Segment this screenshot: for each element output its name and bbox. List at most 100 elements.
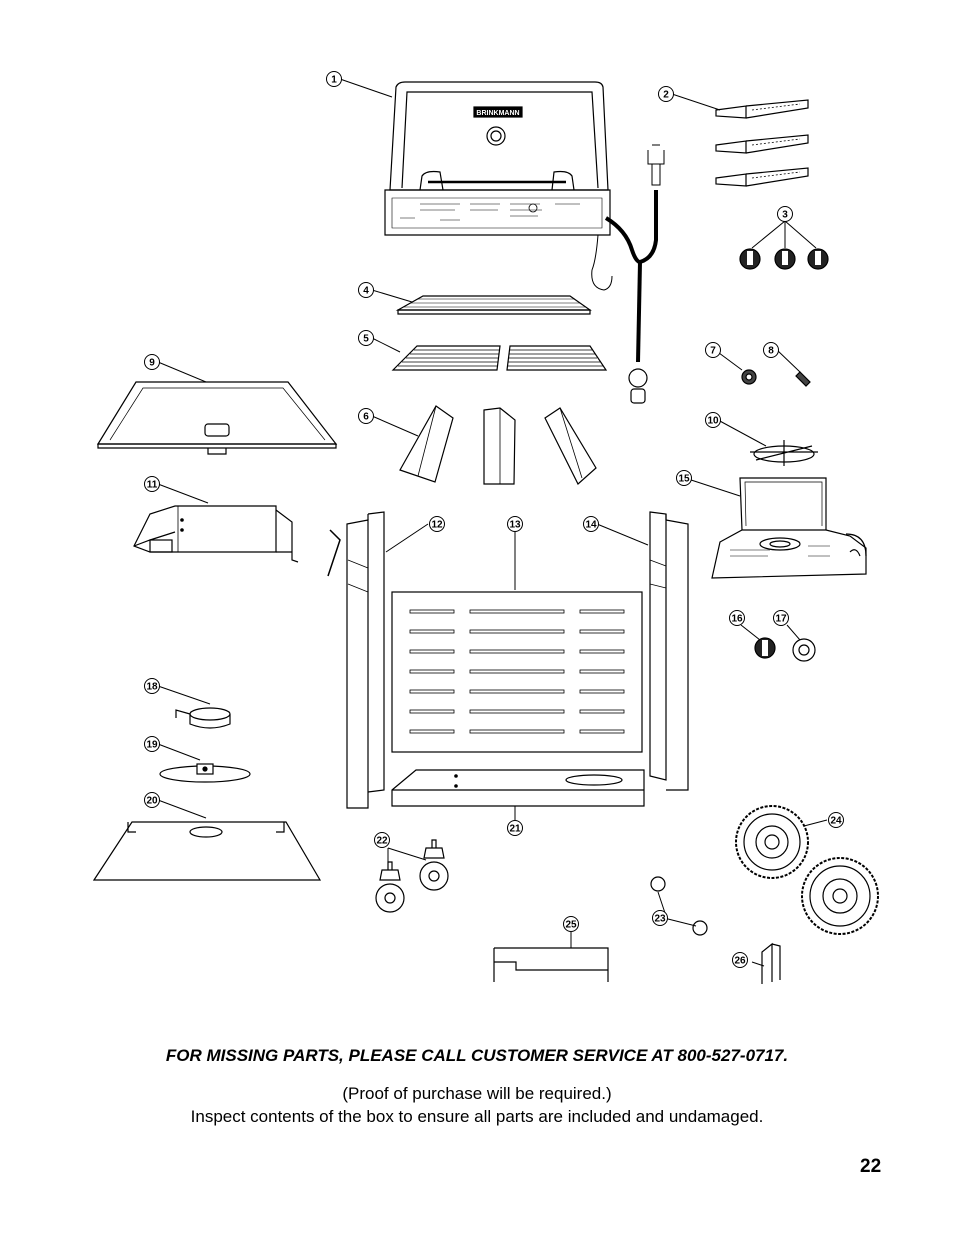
callout-number: 25 xyxy=(565,920,577,931)
callout-6: 6 xyxy=(358,408,374,424)
part-20-grease-tray xyxy=(92,821,322,881)
part-3-control-knobs xyxy=(739,248,829,270)
callout-21: 21 xyxy=(507,820,523,836)
callout-circle xyxy=(358,282,374,298)
callout-14: 14 xyxy=(583,516,599,532)
callout-circle xyxy=(777,206,793,222)
callout-circle xyxy=(144,476,160,492)
part-21-bottom-shelf xyxy=(391,769,645,807)
callout-number: 9 xyxy=(149,358,155,369)
callout-circle xyxy=(828,812,844,828)
callout-circle xyxy=(144,736,160,752)
callout-circle xyxy=(676,470,692,486)
callout-15: 15 xyxy=(676,470,692,486)
part-9-side-burner-lid xyxy=(96,381,338,455)
callout-circle xyxy=(358,330,374,346)
callout-circle xyxy=(507,516,523,532)
part-10-left-side-shelf xyxy=(133,505,299,563)
callout-circle xyxy=(429,516,445,532)
callout-number: 8 xyxy=(768,346,774,357)
callout-circle xyxy=(358,408,374,424)
part-22-casters xyxy=(375,839,449,913)
part-16-side-burner-knob xyxy=(754,637,776,659)
callout-number: 24 xyxy=(830,816,842,827)
part-24-wheels xyxy=(735,805,879,935)
callout-number: 20 xyxy=(146,796,158,807)
part-5-cooking-grates xyxy=(391,345,608,371)
callout-1: 1 xyxy=(326,71,342,87)
callout-circle xyxy=(144,354,160,370)
callout-8: 8 xyxy=(763,342,779,358)
exploded-parts-diagram: BRINKMANN xyxy=(92,71,879,984)
callout-circle xyxy=(705,412,721,428)
callout-number: 13 xyxy=(509,520,521,531)
callout-5: 5 xyxy=(358,330,374,346)
callout-circle xyxy=(374,832,390,848)
part-26-grease-cup-bracket xyxy=(761,942,781,984)
callout-13: 13 xyxy=(507,516,523,532)
callout-23: 23 xyxy=(652,910,668,926)
callout-circle xyxy=(732,952,748,968)
callout-number: 15 xyxy=(678,474,690,485)
callout-number: 14 xyxy=(585,520,597,531)
callout-circle xyxy=(658,86,674,102)
part-17-bezel xyxy=(792,638,816,662)
callout-9: 9 xyxy=(144,354,160,370)
callout-4: 4 xyxy=(358,282,374,298)
callout-number: 12 xyxy=(431,520,443,531)
proof-of-purchase-text: (Proof of purchase will be required.) xyxy=(342,1084,612,1103)
callout-number: 11 xyxy=(147,480,158,491)
brand-label: BRINKMANN xyxy=(476,110,519,117)
part-12-left-leg xyxy=(327,511,385,809)
callout-number: 2 xyxy=(663,90,669,101)
callout-number: 19 xyxy=(146,740,158,751)
callout-number: 10 xyxy=(707,416,719,427)
part-15-side-burner-shelf xyxy=(711,477,867,579)
callout-number: 3 xyxy=(782,210,788,221)
callout-3: 3 xyxy=(777,206,793,222)
callout-number: 26 xyxy=(734,956,746,967)
part-4-warming-rack xyxy=(395,295,592,315)
part-11-side-burner-grate xyxy=(750,440,818,466)
callout-24: 24 xyxy=(828,812,844,828)
callout-11: 11 xyxy=(144,476,160,492)
part-25-cross-brace xyxy=(493,947,609,982)
callout-number: 5 xyxy=(363,334,369,345)
callout-circle xyxy=(729,610,745,626)
callout-2: 2 xyxy=(658,86,674,102)
callout-number: 7 xyxy=(710,346,716,357)
callout-20: 20 xyxy=(144,792,160,808)
callout-number: 6 xyxy=(363,412,369,423)
callout-16: 16 xyxy=(729,610,745,626)
callout-17: 17 xyxy=(773,610,789,626)
part-19-tank-bracket xyxy=(159,763,251,783)
inspect-contents-text: Inspect contents of the box to ensure al… xyxy=(190,1107,764,1126)
part-23-axle-caps xyxy=(650,876,708,936)
callout-number: 21 xyxy=(509,824,521,835)
callout-circle xyxy=(326,71,342,87)
callout-circle xyxy=(652,910,668,926)
callout-number: 4 xyxy=(363,286,369,297)
part-6-heat-tents xyxy=(399,405,597,485)
leader-lines xyxy=(157,78,828,967)
callout-7: 7 xyxy=(705,342,721,358)
callout-number: 23 xyxy=(654,914,666,925)
callout-26: 26 xyxy=(732,952,748,968)
callout-circle xyxy=(144,792,160,808)
callout-circle xyxy=(583,516,599,532)
callout-number: 22 xyxy=(376,836,388,847)
callout-10: 10 xyxy=(705,412,721,428)
callout-19: 19 xyxy=(144,736,160,752)
part-7-igniter-button xyxy=(741,369,757,385)
part-2-burners xyxy=(715,99,809,187)
part-13-back-panel xyxy=(391,591,643,753)
page-number: 22 xyxy=(860,1156,882,1177)
missing-parts-notice: FOR MISSING PARTS, PLEASE CALL CUSTOMER … xyxy=(165,1046,789,1065)
callout-25: 25 xyxy=(563,916,579,932)
callout-circle xyxy=(144,678,160,694)
callout-circle xyxy=(763,342,779,358)
part-14-right-leg xyxy=(649,511,689,791)
callout-circle xyxy=(563,916,579,932)
callout-number: 1 xyxy=(331,75,337,86)
